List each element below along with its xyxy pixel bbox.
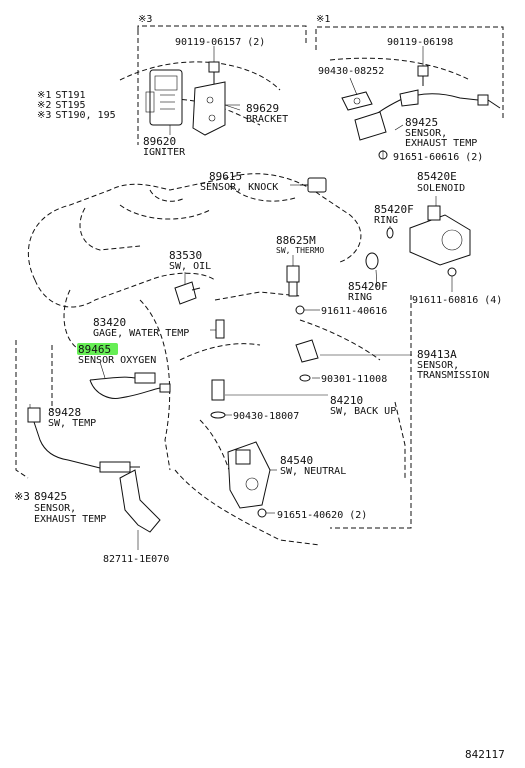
label-89425-top-name1: SENSOR,	[405, 128, 447, 139]
exhaust-temp-sensor-top	[354, 89, 501, 160]
legend-mark-1: ※1	[37, 90, 51, 101]
label-88625m-name: SW, THERMO	[276, 246, 324, 255]
label-84540-name: SW, NEUTRAL	[280, 466, 346, 477]
label-90119-06198: 90119-06198	[387, 37, 453, 48]
label-90430-18007: 90430-18007	[233, 411, 299, 422]
label-85420f-top-number: 85420F	[374, 203, 414, 216]
label-88625m-number: 88625M	[276, 234, 316, 247]
label-90301-11008: 90301-11008	[321, 374, 387, 385]
leader-lines	[29, 46, 453, 550]
label-89620-name: IGNITER	[143, 147, 186, 158]
igniter-drawing	[145, 69, 183, 126]
gasket-90430-08252	[341, 91, 373, 111]
label-89615-name: SENSOR, KNOCK	[200, 182, 278, 193]
label-91611-40616: 91611-40616	[321, 306, 387, 317]
label-91651-40620: 91651-40620 (2)	[277, 510, 367, 521]
transmission-sensor-drawing	[295, 339, 319, 382]
label-83420-name: GAGE, WATER TEMP	[93, 328, 189, 339]
label-89629-name: BRACKET	[246, 114, 288, 125]
label-90430-08252: 90430-08252	[318, 66, 384, 77]
label-85420f-bottom-number: 85420F	[348, 280, 388, 293]
knock-sensor-drawing	[300, 177, 327, 193]
oxygen-sensor-drawing	[89, 372, 171, 399]
bolt-90119-06198	[417, 65, 429, 86]
group-mark-left: ※3	[138, 14, 152, 25]
label-89425-bottom-number: 89425	[34, 490, 67, 503]
label-84540-number: 84540	[280, 454, 313, 467]
label-89425-bottom-mark: ※3	[14, 490, 30, 503]
label-84210-number: 84210	[330, 394, 363, 407]
label-89413a-number: 89413A	[417, 348, 457, 361]
legend-code-3: ST190, 195	[55, 110, 115, 121]
bolt-91611-40616	[295, 305, 305, 315]
legend-code-1: ST191	[55, 90, 85, 101]
label-89620-number: 89620	[143, 135, 176, 148]
group-mark-right: ※1	[316, 14, 330, 25]
label-85420e-number: 85420E	[417, 170, 457, 183]
label-89615-number: 89615	[209, 170, 242, 183]
thermo-switch-drawing	[286, 265, 300, 297]
label-89425-bottom-name1: SENSOR,	[34, 503, 76, 514]
oil-switch-drawing	[174, 281, 201, 305]
bracket-82711-drawing	[119, 469, 161, 533]
neutral-switch-drawing	[227, 441, 271, 518]
diagram-id: 842117	[465, 748, 505, 761]
label-82711-1e070: 82711-1E070	[103, 554, 169, 565]
label-84210-name: SW, BACK UP	[330, 406, 396, 417]
group-mark-lower-left: ※3	[14, 490, 30, 503]
label-89425-top-name2: EXHAUST TEMP	[405, 138, 477, 149]
label-89425-top-number: 89425	[405, 116, 438, 129]
label-85420f-top-name: RING	[374, 215, 398, 226]
label-83530-number: 83530	[169, 249, 202, 262]
back-up-switch-drawing	[210, 379, 226, 419]
bolt-90119-06157	[208, 61, 220, 84]
highlight-89465	[77, 343, 118, 355]
label-85420e-name: SOLENOID	[417, 183, 465, 194]
part-labels: 90119-06157 (2) 89620 IGNITER 89629 BRAC…	[14, 37, 505, 761]
label-91611-60816: 91611-60816 (4)	[412, 295, 502, 306]
label-91651-60616: 91651-60616 (2)	[393, 152, 483, 163]
label-89428-name: SW, TEMP	[48, 418, 96, 429]
label-89413a-name1: SENSOR,	[417, 360, 459, 371]
ring-85420f-top	[386, 227, 394, 239]
legend-mark-3: ※3	[37, 110, 51, 121]
legend-mark-2: ※2	[37, 100, 51, 111]
label-89425-bottom-name2: EXHAUST TEMP	[34, 514, 106, 525]
label-89465-number: 89465	[78, 343, 111, 356]
water-temp-gage-drawing	[215, 319, 225, 339]
legend: ※1 ST191 ※2 ST195 ※3 ST190, 195	[37, 90, 116, 121]
ring-85420f-bottom	[365, 252, 379, 270]
label-90119-06157: 90119-06157 (2)	[175, 37, 265, 48]
label-89413a-name2: TRANSMISSION	[417, 370, 489, 381]
legend-code-2: ST195	[55, 100, 85, 111]
label-89465-name: SENSOR OXYGEN	[78, 355, 156, 366]
label-85420f-bottom-name: RING	[348, 292, 372, 303]
group-brackets: ※3 ※1	[15, 14, 504, 529]
temp-switch-drawing	[27, 407, 140, 473]
label-89629-number: 89629	[246, 102, 279, 115]
label-89428-number: 89428	[48, 406, 81, 419]
bracket-drawing	[192, 81, 241, 136]
label-83530-name: SW, OIL	[169, 261, 211, 272]
label-83420-number: 83420	[93, 316, 126, 329]
solenoid-drawing	[409, 205, 471, 277]
